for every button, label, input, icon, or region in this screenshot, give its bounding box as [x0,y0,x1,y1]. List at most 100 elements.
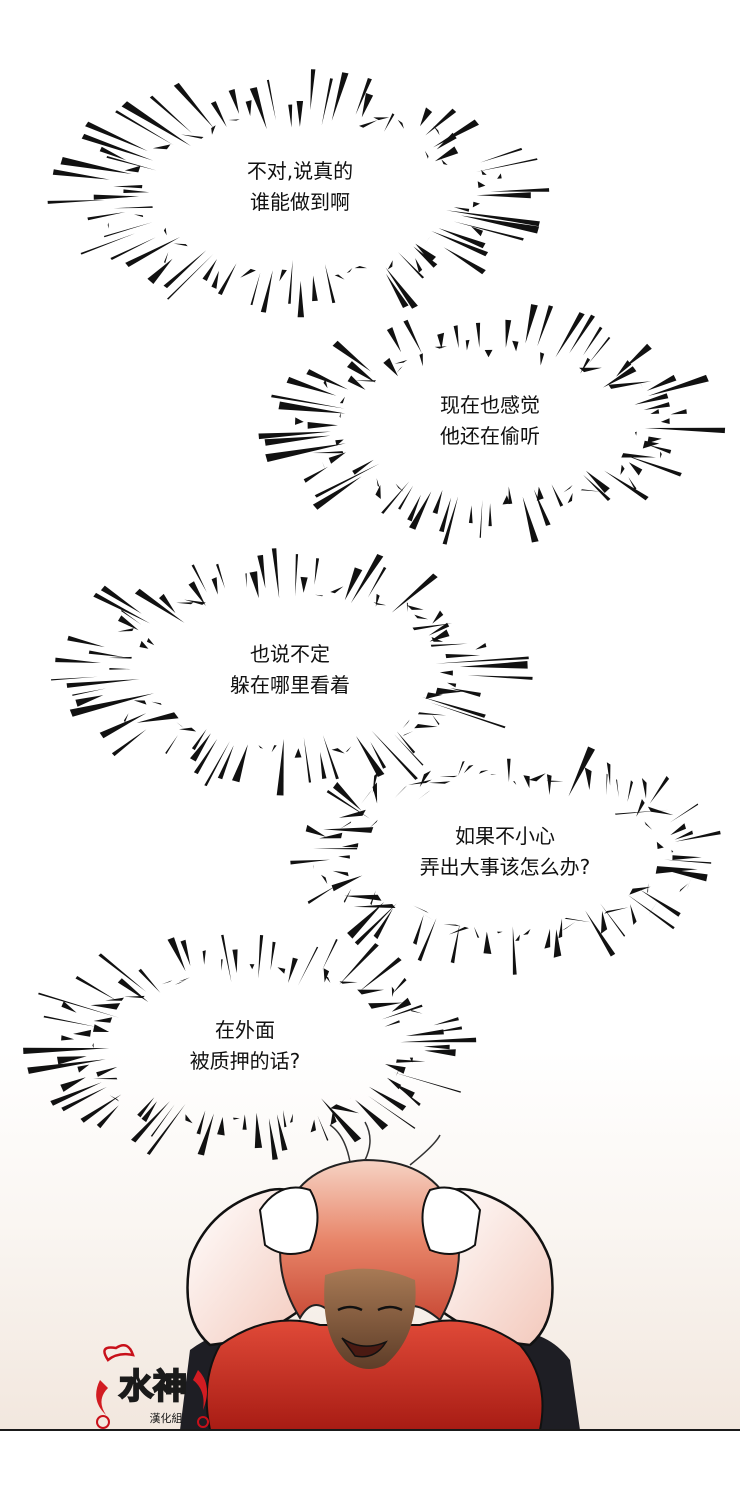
logo-title: 水神 [119,1367,187,1407]
burst-ray [419,770,431,788]
burst-ray [286,376,337,396]
burst-ray [647,436,662,444]
burst-ray [356,736,385,777]
burst-ray [641,778,647,799]
burst-ray [47,200,105,204]
burst-ray [648,901,658,915]
burst-ray [428,622,450,636]
burst-ray [27,1059,106,1074]
burst-ray [217,745,234,780]
burst-ray [159,593,176,614]
burst-lines [290,746,721,975]
burst-ray [396,1059,426,1063]
burst-ray [563,485,573,493]
burst-ray [468,505,473,524]
burst-ray [330,1104,360,1114]
burst-ray [232,949,238,974]
burst-ray [271,745,277,753]
burst-ray [330,586,344,594]
burst-ray [50,1082,102,1106]
burst-ray [512,926,517,975]
burst-ray [323,379,328,389]
burst-ray [359,120,378,128]
burst-ray [331,72,349,121]
burst-ray [392,1082,415,1099]
burst-ray [323,735,339,780]
burst-ray [432,490,443,514]
burst-ray [463,764,474,774]
burst-ray [478,770,489,774]
burst-ray [439,670,453,676]
burst-ray [419,353,423,367]
burst-ray [394,734,424,766]
burst-ray [60,157,132,174]
burst-ray [433,1017,459,1026]
burst-ray [354,266,367,269]
burst-ray [647,883,649,894]
burst-ray [434,346,447,349]
burst-ray [107,222,109,229]
burst-ray [674,830,721,842]
burst-ray [117,628,134,632]
burst-ray [75,695,104,707]
burst-ray [264,435,331,446]
burst-ray [339,943,379,985]
burst-ray [384,1020,400,1027]
burst-ray [163,227,167,236]
burst-ray [458,761,465,776]
bubble-text-4: 如果不小心 弄出大事该怎么办? [380,821,630,883]
burst-ray [137,1097,155,1118]
burst-ray [191,564,207,593]
burst-ray [395,1070,399,1077]
burst-ray [602,366,637,388]
burst-ray [647,806,674,816]
burst-ray [540,352,545,366]
burst-ray [507,758,511,782]
burst-ray [642,440,660,449]
burst-ray [134,214,144,218]
burst-ray [196,1110,206,1135]
burst-ray [650,409,660,414]
burst-ray [109,1095,120,1102]
burst-ray [312,451,344,454]
burst-ray [265,443,346,462]
burst-ray [414,614,429,620]
burst-ray [93,194,140,200]
burst-ray [85,121,148,152]
burst-ray [105,997,124,1001]
burst-ray [371,730,418,780]
burst-ray [670,409,687,415]
burst-ray [211,270,219,289]
burst-ray [303,466,328,483]
burst-ray [141,1101,157,1123]
burst-ray [38,992,120,1018]
burst-ray [445,654,481,659]
burst-ray [146,1104,186,1155]
burst-ray [347,1094,355,1102]
burst-ray [436,132,457,150]
burst-ray [276,738,284,796]
burst-ray [152,144,171,150]
burst-ray [335,439,344,446]
burst-ray [450,688,481,697]
burst-ray [295,554,299,597]
burst-ray [407,605,424,610]
burst-ray [323,968,330,983]
burst-ray [381,1004,423,1020]
burst-ray [131,1101,170,1143]
burst-ray [228,119,240,121]
burst-ray [588,336,611,364]
burst-ray [331,875,363,892]
burst-ray [163,250,207,289]
burst-ray [373,117,390,121]
burst-ray [343,888,352,903]
burst-ray [428,781,451,784]
burst-ray [368,1095,416,1129]
burst-ray [109,668,131,670]
burst-lines [23,934,477,1160]
burst-ray [417,918,437,962]
burst-ray [357,989,385,995]
burst-ray [353,380,376,382]
burst-ray [173,82,214,129]
burst-ray [394,785,408,798]
